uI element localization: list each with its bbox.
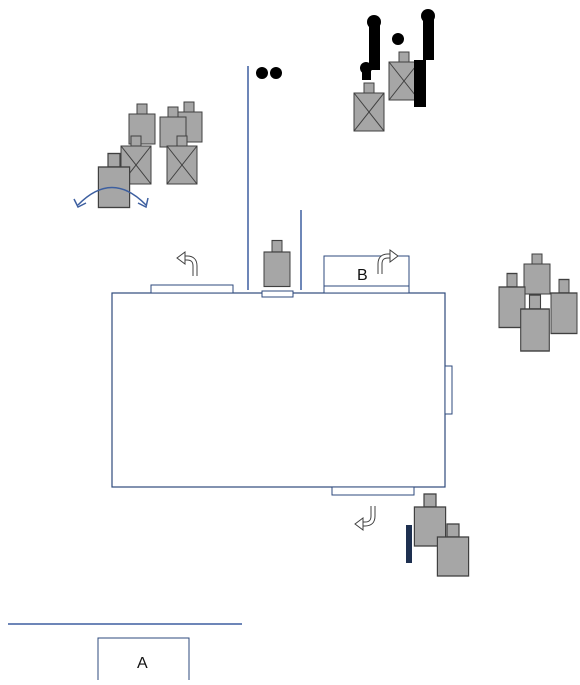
curved-arrow-icon-top-left bbox=[177, 252, 195, 276]
box-b bbox=[323, 255, 410, 294]
black-post-icon bbox=[423, 16, 434, 60]
black-post-icon bbox=[362, 68, 371, 80]
main-table bbox=[111, 292, 446, 488]
figure-group-top-right bbox=[353, 9, 435, 132]
person-figure-icon bbox=[550, 278, 578, 335]
person-figure-group-bottom-right bbox=[406, 493, 470, 577]
bench-top-center bbox=[261, 290, 294, 298]
bench-top-left bbox=[150, 284, 234, 294]
label-a: A bbox=[137, 655, 148, 672]
side-tab-right bbox=[444, 365, 453, 415]
person-figure-group-right bbox=[498, 253, 578, 352]
label-b: B bbox=[357, 267, 368, 284]
person-figure-group-top-left bbox=[73, 101, 203, 209]
rotation-arrow-icon bbox=[73, 186, 149, 209]
dark-device-icon bbox=[406, 525, 412, 563]
black-post-icon bbox=[369, 22, 380, 70]
black-post-icon bbox=[414, 60, 426, 107]
person-figure-icon-center bbox=[263, 239, 291, 288]
person-figure-icon bbox=[523, 253, 551, 295]
box-a bbox=[97, 637, 190, 683]
two-dots-icon bbox=[256, 67, 282, 79]
crossed-person-figure-icon bbox=[353, 82, 385, 132]
bench-bottom bbox=[331, 486, 415, 496]
curved-arrow-icon-bottom bbox=[355, 506, 373, 530]
